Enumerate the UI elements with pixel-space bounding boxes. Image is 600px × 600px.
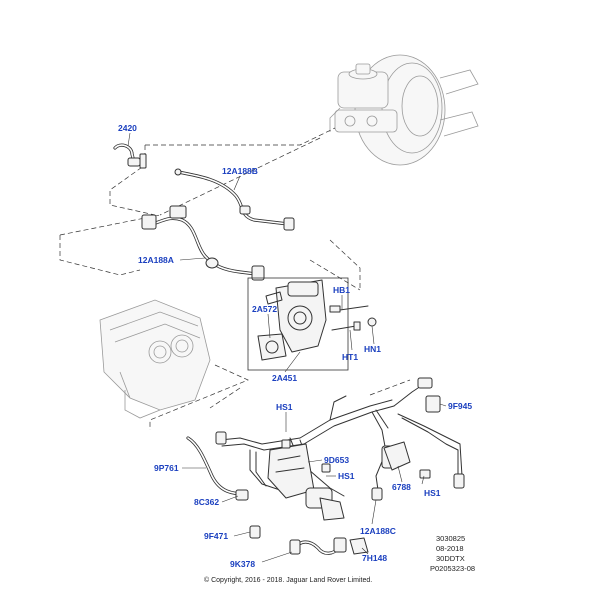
- callout-6788[interactable]: 6788: [392, 482, 411, 492]
- ref-date: 08-2018: [436, 544, 464, 553]
- callout-9D653[interactable]: 9D653: [324, 455, 349, 465]
- callout-12A188C[interactable]: 12A188C: [360, 526, 396, 536]
- callout-HN1[interactable]: HN1: [364, 344, 381, 354]
- leader-lines: [127, 132, 447, 563]
- callout-9K378[interactable]: 9K378: [230, 559, 255, 569]
- engine-illustration: [99, 299, 211, 419]
- callout-12A188B[interactable]: 12A188B: [222, 166, 258, 176]
- callout-7H148[interactable]: 7H148: [362, 553, 387, 563]
- callout-9F471[interactable]: 9F471: [204, 531, 228, 541]
- wiring-harness: [186, 377, 465, 555]
- callout-2A572[interactable]: 2A572: [252, 304, 277, 314]
- brake-booster-illustration: [329, 54, 479, 166]
- callout-2420[interactable]: 2420: [118, 123, 137, 133]
- callout-HS1-right[interactable]: HS1: [424, 488, 441, 498]
- callout-2A451[interactable]: 2A451: [272, 373, 297, 383]
- callout-8C362[interactable]: 8C362: [194, 497, 219, 507]
- ref-model-code: 30DDTX: [436, 554, 465, 563]
- callout-HT1[interactable]: HT1: [342, 352, 358, 362]
- callout-9P761[interactable]: 9P761: [154, 463, 179, 473]
- hose-2420: [113, 143, 147, 169]
- callout-HS1-upper[interactable]: HS1: [276, 402, 293, 412]
- callout-12A188A[interactable]: 12A188A: [138, 255, 174, 265]
- copyright-notice: © Copyright, 2016 - 2018. Jaguar Land Ro…: [204, 576, 372, 584]
- ref-number: 3030825: [436, 534, 465, 543]
- callout-HS1-middle[interactable]: HS1: [338, 471, 355, 481]
- hose-12A188A: [141, 205, 265, 281]
- ref-illustration-id: P0205323-08: [430, 564, 475, 573]
- hose-12A188B: [174, 168, 295, 231]
- throttle-body-group: [247, 277, 377, 371]
- callout-HB1[interactable]: HB1: [333, 285, 350, 295]
- callout-9F945[interactable]: 9F945: [448, 401, 472, 411]
